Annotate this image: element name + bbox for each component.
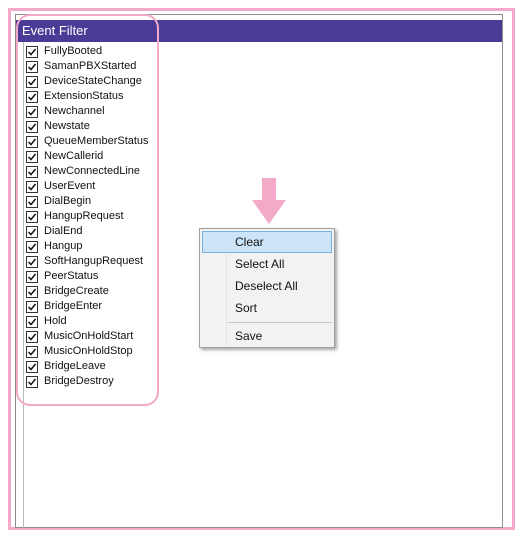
event-label: Newchannel	[44, 105, 105, 117]
panel-divider	[23, 42, 24, 528]
checkbox[interactable]	[26, 165, 38, 178]
event-label: DeviceStateChange	[44, 75, 142, 87]
event-label: MusicOnHoldStop	[44, 345, 133, 357]
checkbox[interactable]	[26, 315, 38, 328]
event-label: UserEvent	[44, 180, 96, 192]
checkbox[interactable]	[26, 255, 38, 268]
menu-item-sort[interactable]: Sort	[235, 301, 258, 315]
event-label: DialEnd	[44, 225, 83, 237]
context-menu: Clear Select All Deselect All Sort Save	[199, 228, 335, 348]
checkbox[interactable]	[26, 180, 38, 193]
checkbox[interactable]	[26, 345, 38, 358]
list-item[interactable]: NewCallerid	[26, 149, 166, 164]
checkbox[interactable]	[26, 60, 38, 73]
checkbox[interactable]	[26, 45, 38, 58]
checkbox[interactable]	[26, 285, 38, 298]
event-label: FullyBooted	[44, 45, 103, 57]
list-item[interactable]: FullyBooted	[26, 44, 166, 59]
checkbox[interactable]	[26, 150, 38, 163]
event-label: NewCallerid	[44, 150, 104, 162]
list-item[interactable]: SoftHangupRequest	[26, 254, 166, 269]
event-label: Hold	[44, 315, 67, 327]
checkbox[interactable]	[26, 225, 38, 238]
list-item[interactable]: DialBegin	[26, 194, 166, 209]
list-item[interactable]: BridgeEnter	[26, 299, 166, 314]
checkbox[interactable]	[26, 75, 38, 88]
checkbox[interactable]	[26, 270, 38, 283]
checkbox[interactable]	[26, 375, 38, 388]
list-item[interactable]: Hangup	[26, 239, 166, 254]
list-item[interactable]: NewConnectedLine	[26, 164, 166, 179]
checkbox[interactable]	[26, 330, 38, 343]
checkbox[interactable]	[26, 300, 38, 313]
checkbox[interactable]	[26, 210, 38, 223]
checkbox[interactable]	[26, 105, 38, 118]
menu-item-clear[interactable]: Clear	[202, 231, 332, 253]
list-item[interactable]: HangupRequest	[26, 209, 166, 224]
event-label: DialBegin	[44, 195, 92, 207]
checkbox[interactable]	[26, 195, 38, 208]
event-label: SamanPBXStarted	[44, 60, 137, 72]
event-label: BridgeLeave	[44, 360, 106, 372]
list-item[interactable]: SamanPBXStarted	[26, 59, 166, 74]
menu-item-save[interactable]: Save	[235, 329, 263, 343]
list-item[interactable]: ExtensionStatus	[26, 89, 166, 104]
event-label: MusicOnHoldStart	[44, 330, 134, 342]
event-label: BridgeCreate	[44, 285, 109, 297]
event-label: QueueMemberStatus	[44, 135, 149, 147]
list-item[interactable]: MusicOnHoldStop	[26, 344, 166, 359]
list-item[interactable]: DialEnd	[26, 224, 166, 239]
event-label: BridgeDestroy	[44, 375, 114, 387]
list-item[interactable]: QueueMemberStatus	[26, 134, 166, 149]
list-item[interactable]: PeerStatus	[26, 269, 166, 284]
list-item[interactable]: Newchannel	[26, 104, 166, 119]
checkbox[interactable]	[26, 135, 38, 148]
list-item[interactable]: UserEvent	[26, 179, 166, 194]
event-label: ExtensionStatus	[44, 90, 124, 102]
event-label: BridgeEnter	[44, 300, 103, 312]
menu-item-deselect-all[interactable]: Deselect All	[235, 279, 298, 293]
checkbox[interactable]	[26, 360, 38, 373]
list-item[interactable]: BridgeDestroy	[26, 374, 166, 389]
menu-separator	[228, 322, 332, 323]
menu-item-select-all[interactable]: Select All	[235, 257, 285, 271]
list-item[interactable]: Newstate	[26, 119, 166, 134]
menu-gutter	[226, 231, 227, 345]
list-item[interactable]: MusicOnHoldStart	[26, 329, 166, 344]
list-item[interactable]: BridgeLeave	[26, 359, 166, 374]
event-label: HangupRequest	[44, 210, 124, 222]
list-item[interactable]: BridgeCreate	[26, 284, 166, 299]
event-label: Newstate	[44, 120, 90, 132]
event-label: NewConnectedLine	[44, 165, 141, 177]
list-item[interactable]: Hold	[26, 314, 166, 329]
event-label: PeerStatus	[44, 270, 99, 282]
checkbox[interactable]	[26, 120, 38, 133]
arrow-down-icon	[252, 178, 286, 224]
event-label: SoftHangupRequest	[44, 255, 144, 267]
panel-title: Event Filter	[16, 20, 502, 42]
list-item[interactable]: DeviceStateChange	[26, 74, 166, 89]
checkbox[interactable]	[26, 90, 38, 103]
event-label: Hangup	[44, 240, 83, 252]
checkbox[interactable]	[26, 240, 38, 253]
